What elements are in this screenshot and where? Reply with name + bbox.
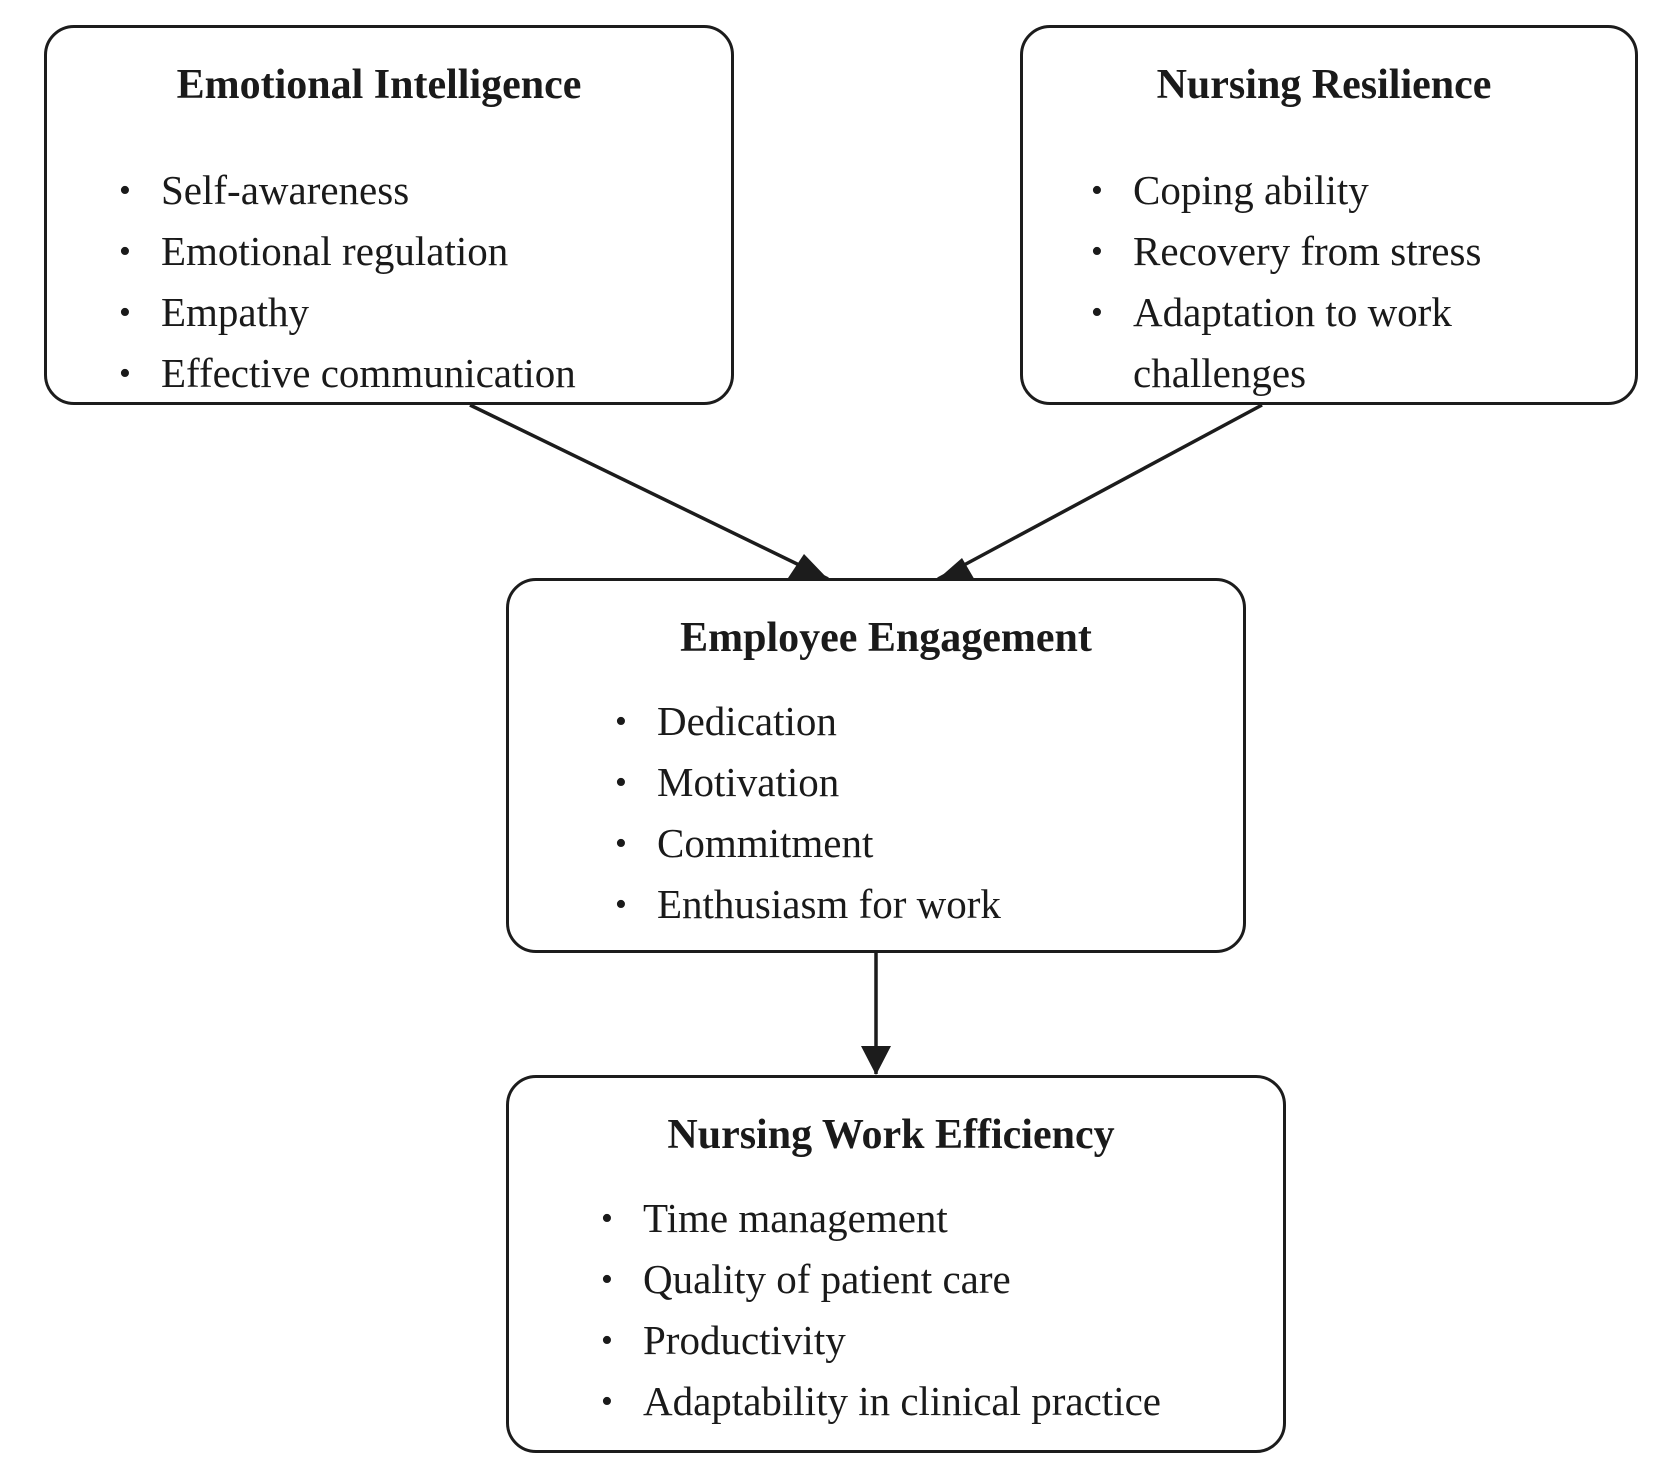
bullet-icon: • xyxy=(615,825,627,862)
list-item: • Quality of patient care xyxy=(601,1249,1161,1310)
list-item-text: Emotional regulation xyxy=(161,228,509,274)
nursing-work-efficiency-box: Nursing Work Efficiency • Time management… xyxy=(506,1075,1286,1453)
bullet-icon: • xyxy=(615,764,627,801)
list-item-text: Adaptability in clinical practice xyxy=(643,1378,1161,1424)
list-item: • Enthusiasm for work xyxy=(615,874,1001,935)
list-item-text: Enthusiasm for work xyxy=(657,881,1001,927)
bullet-icon: • xyxy=(119,172,131,209)
list-item-text: Adaptation to work challenges xyxy=(1133,289,1452,396)
list-item-text: Productivity xyxy=(643,1317,846,1363)
emotional-intelligence-list: • Self-awareness • Emotional regulation • E… xyxy=(119,160,576,404)
employee-engagement-box: Employee Engagement • Dedication • Motivat… xyxy=(506,578,1246,953)
arrowhead-ei-to-ee xyxy=(788,554,828,579)
list-item: • Time management xyxy=(601,1188,1161,1249)
list-item-text: Motivation xyxy=(657,759,840,805)
list-item: • Effective communication xyxy=(119,343,576,404)
nursing-resilience-list: • Coping ability • Recovery from stress • A… xyxy=(1091,160,1611,404)
nursing-resilience-box: Nursing Resilience • Coping ability • Reco… xyxy=(1020,25,1638,405)
bullet-icon: • xyxy=(615,886,627,923)
list-item-text: Commitment xyxy=(657,820,874,866)
nursing-work-efficiency-list: • Time management • Quality of patient car… xyxy=(601,1188,1161,1432)
list-item: • Recovery from stress xyxy=(1091,221,1611,282)
list-item: • Commitment xyxy=(615,813,1001,874)
bullet-icon: • xyxy=(1091,294,1103,331)
arrow-ei-to-ee xyxy=(469,403,829,581)
list-item: • Productivity xyxy=(601,1310,1161,1371)
list-item: • Motivation xyxy=(615,752,1001,813)
employee-engagement-list: • Dedication • Motivation • Commitment • Ent… xyxy=(615,691,1001,935)
list-item-text: Quality of patient care xyxy=(643,1256,1011,1302)
list-item: • Dedication xyxy=(615,691,1001,752)
list-item: • Adaptation to work challenges xyxy=(1091,282,1513,404)
emotional-intelligence-box: Emotional Intelligence • Self-awareness •… xyxy=(44,25,734,405)
bullet-icon: • xyxy=(119,294,131,331)
list-item-text: Effective communication xyxy=(161,350,576,396)
nursing-resilience-title: Nursing Resilience xyxy=(1156,62,1492,108)
arrow-nr-to-ee xyxy=(937,403,1263,581)
employee-engagement-title: Employee Engagement xyxy=(680,615,1092,661)
list-item: • Emotional regulation xyxy=(119,221,576,282)
list-item-text: Self-awareness xyxy=(161,167,410,213)
list-item-text: Empathy xyxy=(161,289,310,335)
emotional-intelligence-title: Emotional Intelligence xyxy=(176,62,582,108)
bullet-icon: • xyxy=(601,1322,613,1359)
bullet-icon: • xyxy=(601,1261,613,1298)
list-item: • Adaptability in clinical practice xyxy=(601,1371,1161,1432)
bullet-icon: • xyxy=(615,703,627,740)
arrowhead-ee-to-nwe xyxy=(861,1046,891,1075)
list-item-text: Recovery from stress xyxy=(1133,228,1482,274)
bullet-icon: • xyxy=(119,233,131,270)
list-item-text: Dedication xyxy=(657,698,837,744)
list-item: • Coping ability xyxy=(1091,160,1611,221)
bullet-icon: • xyxy=(601,1200,613,1237)
bullet-icon: • xyxy=(1091,172,1103,209)
list-item-text: Time management xyxy=(643,1195,948,1241)
list-item: • Empathy xyxy=(119,282,576,343)
nursing-work-efficiency-title: Nursing Work Efficiency xyxy=(667,1112,1115,1158)
list-item-text: Coping ability xyxy=(1133,167,1369,213)
list-item: • Self-awareness xyxy=(119,160,576,221)
bullet-icon: • xyxy=(601,1383,613,1420)
bullet-icon: • xyxy=(1091,233,1103,270)
bullet-icon: • xyxy=(119,355,131,392)
arrowhead-nr-to-ee xyxy=(938,558,976,582)
